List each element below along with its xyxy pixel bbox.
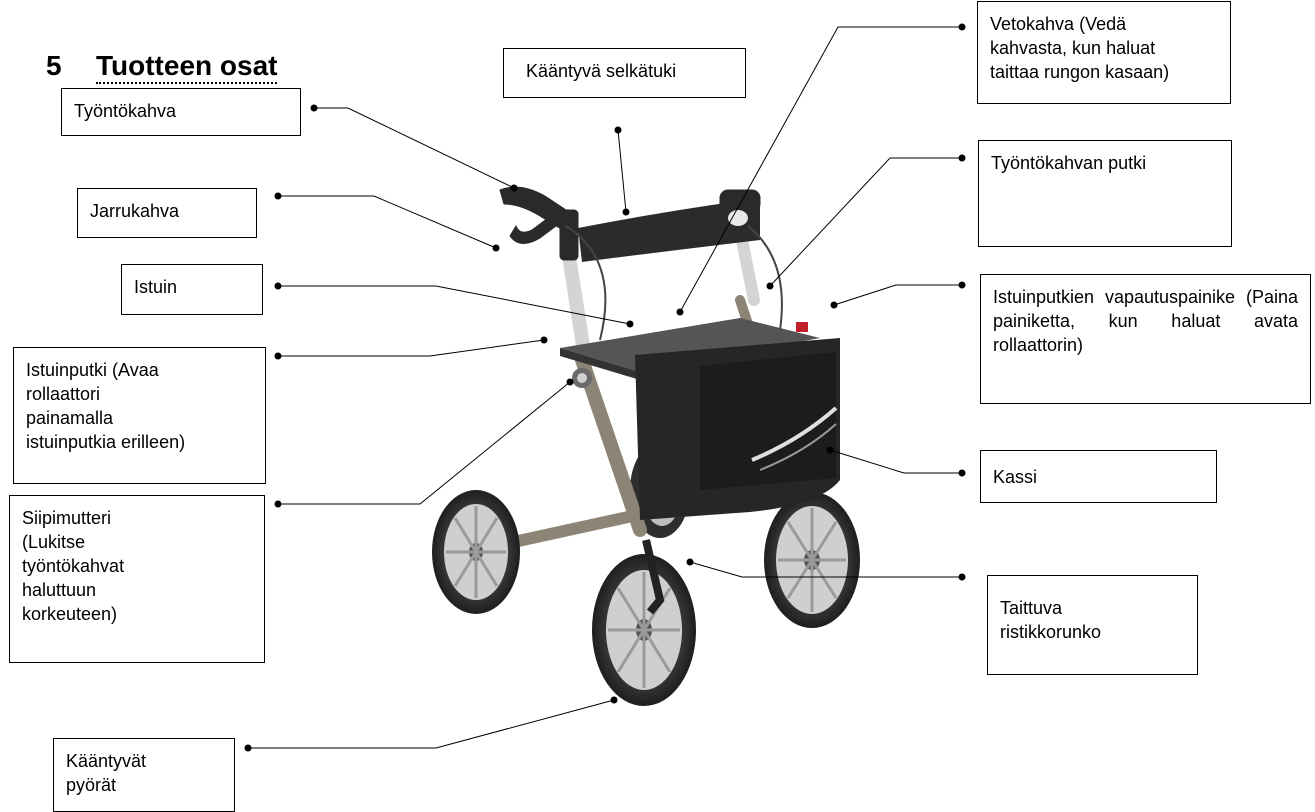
leader-line-seat [278, 285, 631, 325]
leader-dots [244, 23, 966, 752]
brake-cables [565, 225, 783, 341]
label-seat-tube-release: Istuinputkien vapautuspainike (Paina pai… [980, 274, 1311, 404]
label-push-handle-tube: Työntökahvan putki [978, 140, 1232, 247]
leader-line-pull-handle [679, 26, 962, 313]
backrest [578, 198, 760, 262]
label-pull-handle: Vetokahva (Vedä kahvasta, kun haluat tai… [977, 1, 1231, 104]
push-handle-tubes [561, 234, 760, 359]
bag [635, 338, 840, 520]
seat [560, 318, 820, 380]
leader-line-backrest [617, 129, 627, 213]
front-left-wheel [432, 490, 520, 614]
label-seat: Istuin [121, 264, 263, 315]
leader-line-brake-handle [278, 195, 497, 249]
label-wing-nut: Siipimutteri (Lukitse työntökahvat halut… [9, 495, 265, 663]
leader-line-swivel-wheels [248, 699, 615, 749]
label-swivel-wheels: Kääntyvät pyörät [53, 738, 235, 812]
label-backrest: Kääntyvä selkätuki [503, 48, 746, 98]
label-push-handle: Työntökahva [61, 88, 301, 136]
leader-lines [248, 26, 962, 749]
rollator-illustration [432, 186, 860, 706]
label-seat-tube: Istuinputki (Avaa rollaattori painamalla… [13, 347, 266, 484]
leader-line-wing-nut [278, 381, 571, 505]
front-right-wheel [592, 539, 696, 706]
section-title: Tuotteen osat [96, 50, 278, 84]
rear-right-wheel [764, 492, 860, 628]
leader-line-push-handle [314, 107, 515, 189]
section-number: 5 [46, 50, 62, 81]
leader-line-bag [829, 449, 962, 474]
section-heading: 5 Tuotteen osat [46, 50, 278, 84]
wing-nut [572, 368, 592, 388]
leader-line-push-handle-tube [769, 157, 962, 287]
leader-line-folding-frame [689, 561, 962, 578]
label-bag: Kassi [980, 450, 1217, 503]
leader-line-seat-tube [278, 339, 545, 357]
label-folding-frame: Taittuva ristikkorunko [987, 575, 1198, 675]
leader-line-release-button [833, 284, 962, 306]
label-brake-handle: Jarrukahva [77, 188, 257, 238]
